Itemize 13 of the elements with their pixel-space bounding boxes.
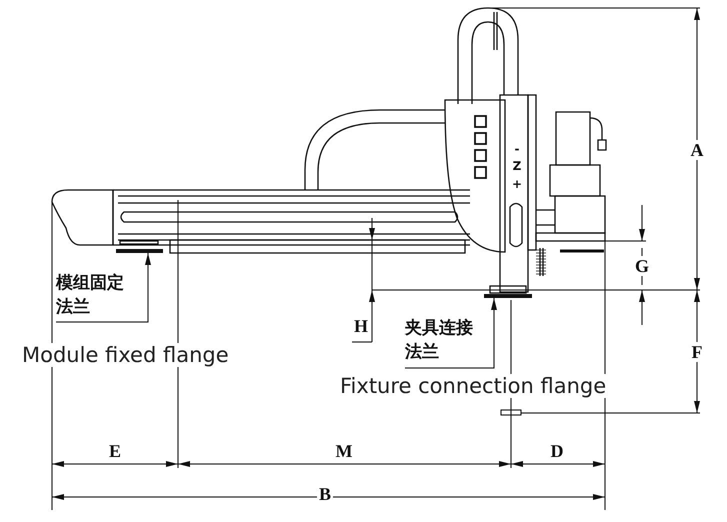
dimension-label: F — [690, 342, 704, 362]
panel-symbol: Z — [512, 160, 522, 172]
flange-bar — [484, 294, 532, 298]
leader-line — [404, 298, 497, 368]
translation-label: Fixture connection flange — [340, 374, 606, 398]
dimension-label: G — [633, 256, 651, 276]
leader-line — [56, 252, 151, 322]
dimension-label: A — [688, 140, 706, 160]
callout-label: 夹具连接法兰 — [405, 317, 474, 364]
translation-label: Module fixed flange — [22, 343, 229, 367]
callout-label: 模组固定法兰 — [56, 272, 125, 319]
panel-symbol: + — [510, 178, 524, 190]
flange-bar — [116, 249, 163, 253]
